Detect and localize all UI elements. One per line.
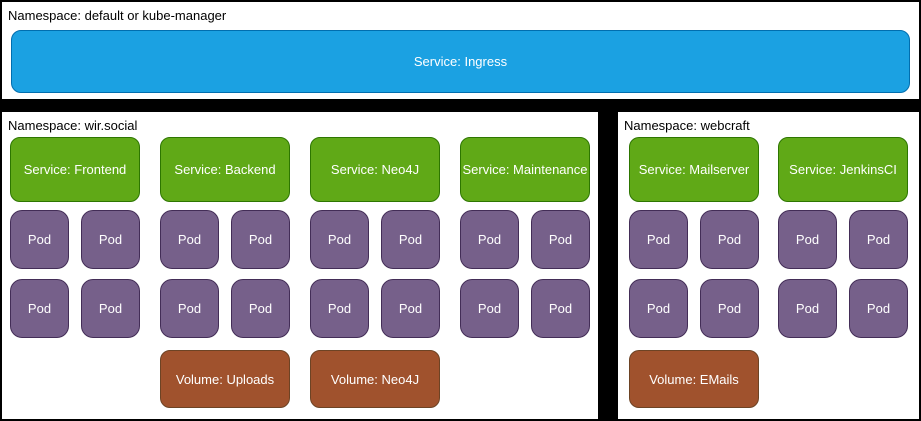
pod-box: Pod [381, 279, 440, 338]
pod-box: Pod [531, 279, 590, 338]
service-group-jenkinsci: Service: JenkinsCI Pod Pod Pod Pod [778, 137, 908, 408]
pod-box: Pod [381, 210, 440, 269]
pod-grid: Pod Pod Pod Pod [160, 210, 290, 338]
pod-box: Pod [849, 279, 908, 338]
namespace-label: Namespace: wir.social [8, 118, 138, 133]
pod-box: Pod [231, 210, 290, 269]
volume-box: Volume: Neo4J [310, 350, 440, 408]
namespace-panel-wir-social: Namespace: wir.social Service: Frontend … [2, 112, 598, 419]
volume-box: Volume: EMails [629, 350, 759, 408]
service-box: Service: Maintenance [460, 137, 590, 202]
pod-box: Pod [81, 210, 140, 269]
service-group-neo4j: Service: Neo4J Pod Pod Pod Pod Volume: N… [310, 137, 440, 408]
pod-box: Pod [460, 210, 519, 269]
pod-box: Pod [160, 279, 219, 338]
service-box: Service: Neo4J [310, 137, 440, 202]
pod-box: Pod [160, 210, 219, 269]
pod-box: Pod [849, 210, 908, 269]
pod-grid: Pod Pod Pod Pod [310, 210, 440, 338]
service-group-frontend: Service: Frontend Pod Pod Pod Pod [10, 137, 140, 408]
pod-box: Pod [629, 279, 688, 338]
ingress-service-box: Service: Ingress [11, 30, 910, 93]
namespace-label: Namespace: default or kube-manager [8, 8, 227, 23]
namespace-panel-webcraft: Namespace: webcraft Service: Mailserver … [618, 112, 919, 419]
pod-box: Pod [10, 210, 69, 269]
pod-box: Pod [700, 279, 759, 338]
pod-grid: Pod Pod Pod Pod [10, 210, 140, 338]
volume-box: Volume: Uploads [160, 350, 290, 408]
pod-grid: Pod Pod Pod Pod [460, 210, 590, 338]
service-groups: Service: Mailserver Pod Pod Pod Pod Volu… [629, 137, 908, 408]
pod-box: Pod [310, 279, 369, 338]
pod-box: Pod [700, 210, 759, 269]
namespace-panel-default: Namespace: default or kube-manager Servi… [2, 2, 919, 99]
service-box: Service: Frontend [10, 137, 140, 202]
pod-box: Pod [231, 279, 290, 338]
service-box: Service: Backend [160, 137, 290, 202]
pod-box: Pod [778, 279, 837, 338]
namespace-label: Namespace: webcraft [624, 118, 750, 133]
pod-box: Pod [629, 210, 688, 269]
service-groups: Service: Frontend Pod Pod Pod Pod Servic… [10, 137, 590, 408]
service-box: Service: JenkinsCI [778, 137, 908, 202]
pod-box: Pod [310, 210, 369, 269]
pod-box: Pod [10, 279, 69, 338]
service-group-backend: Service: Backend Pod Pod Pod Pod Volume:… [160, 137, 290, 408]
pod-grid: Pod Pod Pod Pod [629, 210, 759, 338]
service-group-maintenance: Service: Maintenance Pod Pod Pod Pod [460, 137, 590, 408]
service-group-mailserver: Service: Mailserver Pod Pod Pod Pod Volu… [629, 137, 759, 408]
pod-box: Pod [531, 210, 590, 269]
service-box: Service: Mailserver [629, 137, 759, 202]
pod-grid: Pod Pod Pod Pod [778, 210, 908, 338]
pod-box: Pod [460, 279, 519, 338]
pod-box: Pod [81, 279, 140, 338]
pod-box: Pod [778, 210, 837, 269]
